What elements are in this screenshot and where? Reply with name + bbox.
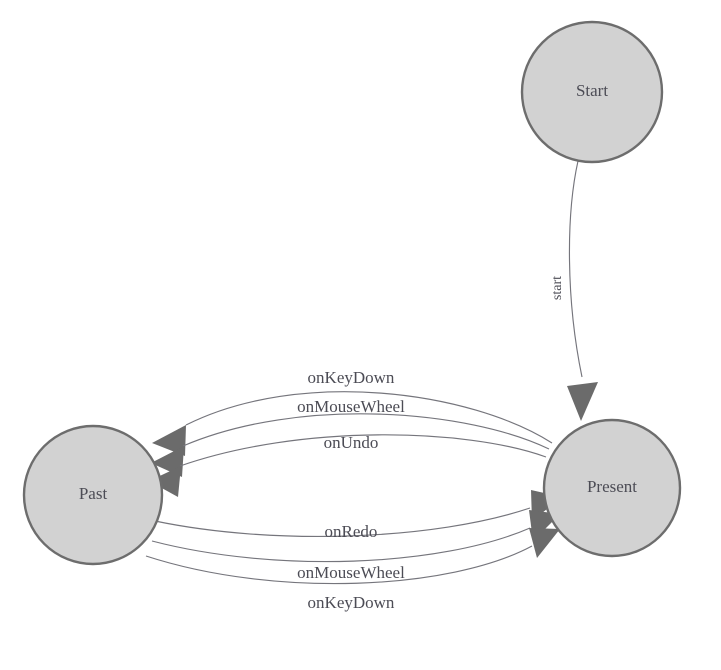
edge-start-to-present[interactable]: start	[550, 160, 598, 421]
edge-label-past-present-onredo: onRedo	[325, 522, 378, 541]
edge-past-to-present-onkeydown-path	[145, 545, 533, 585]
edge-present-to-past-onundo[interactable]: onUndo	[149, 433, 547, 497]
edge-label-start: start	[550, 276, 565, 300]
node-past-label: Past	[79, 484, 108, 503]
arrowhead-into-present-top	[567, 382, 598, 421]
edge-past-to-present-onmousewheel-path	[151, 527, 531, 563]
edge-past-to-present-onredo[interactable]: onRedo	[154, 490, 562, 541]
node-past-circle	[22, 424, 164, 566]
edge-label-present-past-onmousewheel: onMouseWheel	[297, 397, 405, 416]
node-start-circle	[520, 20, 664, 164]
edge-past-to-present-onkeydown[interactable]: onKeyDown	[145, 528, 560, 612]
edge-present-to-past-onundo-path	[179, 434, 547, 467]
edge-present-to-past-onkeydown-path	[185, 391, 553, 444]
edge-past-to-present-onredo-path	[154, 507, 531, 538]
edge-past-to-present-onmousewheel[interactable]: onMouseWheel	[151, 510, 560, 582]
edge-present-to-past-onmousewheel-path	[182, 413, 550, 450]
edge-label-past-present-onmousewheel: onMouseWheel	[297, 563, 405, 582]
edge-label-present-past-onkeydown: onKeyDown	[308, 368, 395, 387]
arrowhead-into-past-1	[152, 425, 186, 456]
node-present[interactable]: Present	[542, 418, 682, 558]
edge-label-past-present-onkeydown: onKeyDown	[308, 593, 395, 612]
arrowhead-into-present-3	[529, 528, 560, 558]
node-start-label: Start	[576, 81, 608, 100]
edge-start-to-present-path	[568, 160, 583, 378]
node-present-label: Present	[587, 477, 637, 496]
node-present-circle	[542, 418, 682, 558]
edge-label-present-past-onundo: onUndo	[324, 433, 379, 452]
edge-present-to-past-onkeydown[interactable]: onKeyDown	[152, 368, 553, 456]
node-past[interactable]: Past	[22, 424, 164, 566]
arrowhead-into-past-3	[149, 466, 181, 497]
node-start[interactable]: Start	[520, 20, 664, 164]
